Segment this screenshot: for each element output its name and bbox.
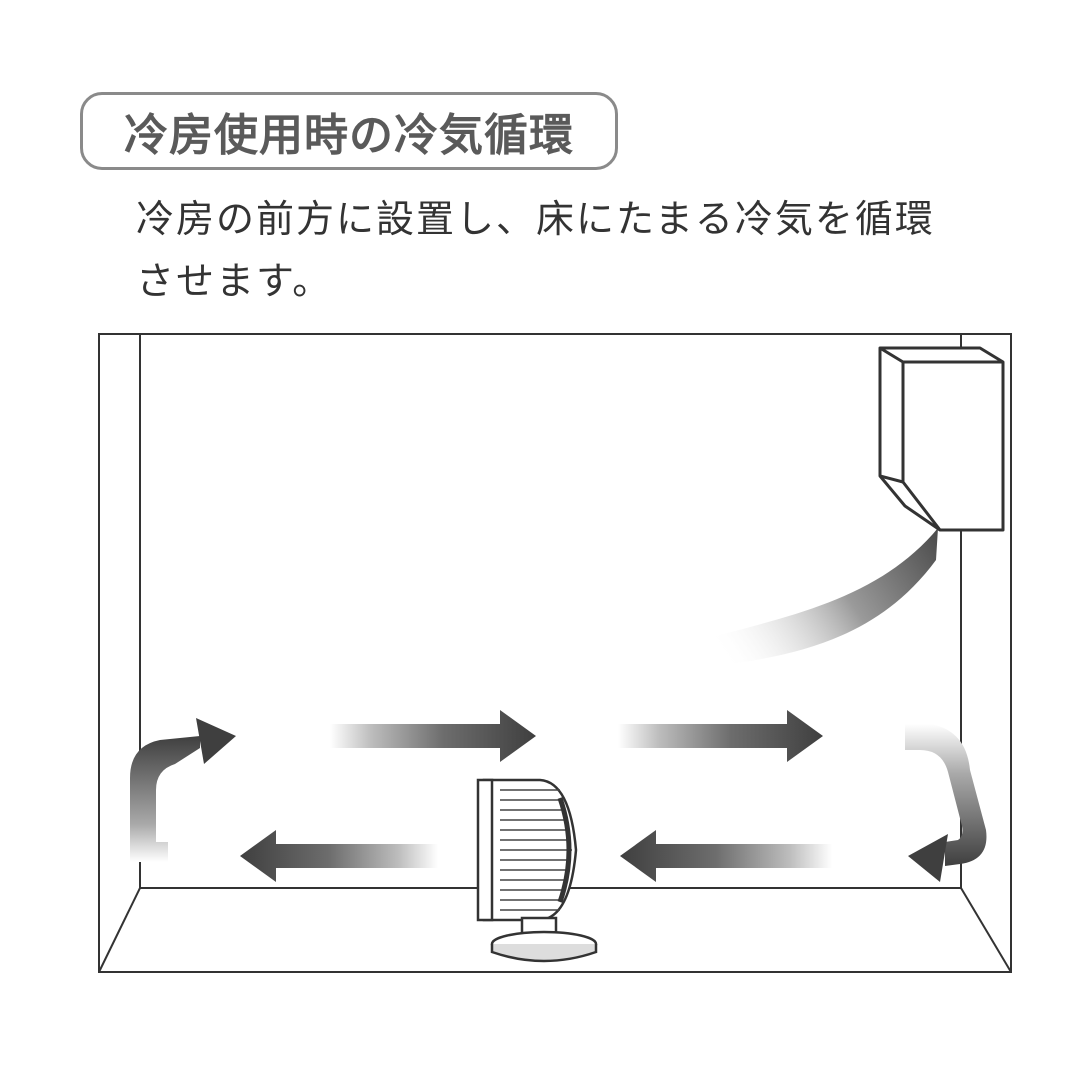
- page-title: 冷房使用時の冷気循環: [124, 110, 574, 161]
- airflow-arrow-icon: [130, 736, 200, 862]
- description: 冷房の前方に設置し、床にたまる冷気を循環 させます。: [136, 188, 1046, 312]
- airflow-arrow-head: [908, 834, 948, 882]
- airflow-arrow-icon: [620, 830, 832, 882]
- ac-airflow-stream: [668, 528, 938, 670]
- airflow-arrow-head: [196, 718, 236, 764]
- description-line-2: させます。: [136, 259, 333, 303]
- airflow-arrow-icon: [905, 724, 987, 866]
- airflow-arrow-icon: [618, 710, 823, 762]
- airflow-arrows: [130, 710, 987, 882]
- description-line-1: 冷房の前方に設置し、床にたまる冷気を循環: [136, 197, 935, 241]
- airflow-arrow-icon: [240, 830, 438, 882]
- circulator-fan-icon: [476, 778, 598, 963]
- title-badge: 冷房使用時の冷気循環: [80, 92, 618, 170]
- airflow-arrow-icon: [330, 710, 536, 762]
- air-conditioner-icon: [878, 346, 1005, 532]
